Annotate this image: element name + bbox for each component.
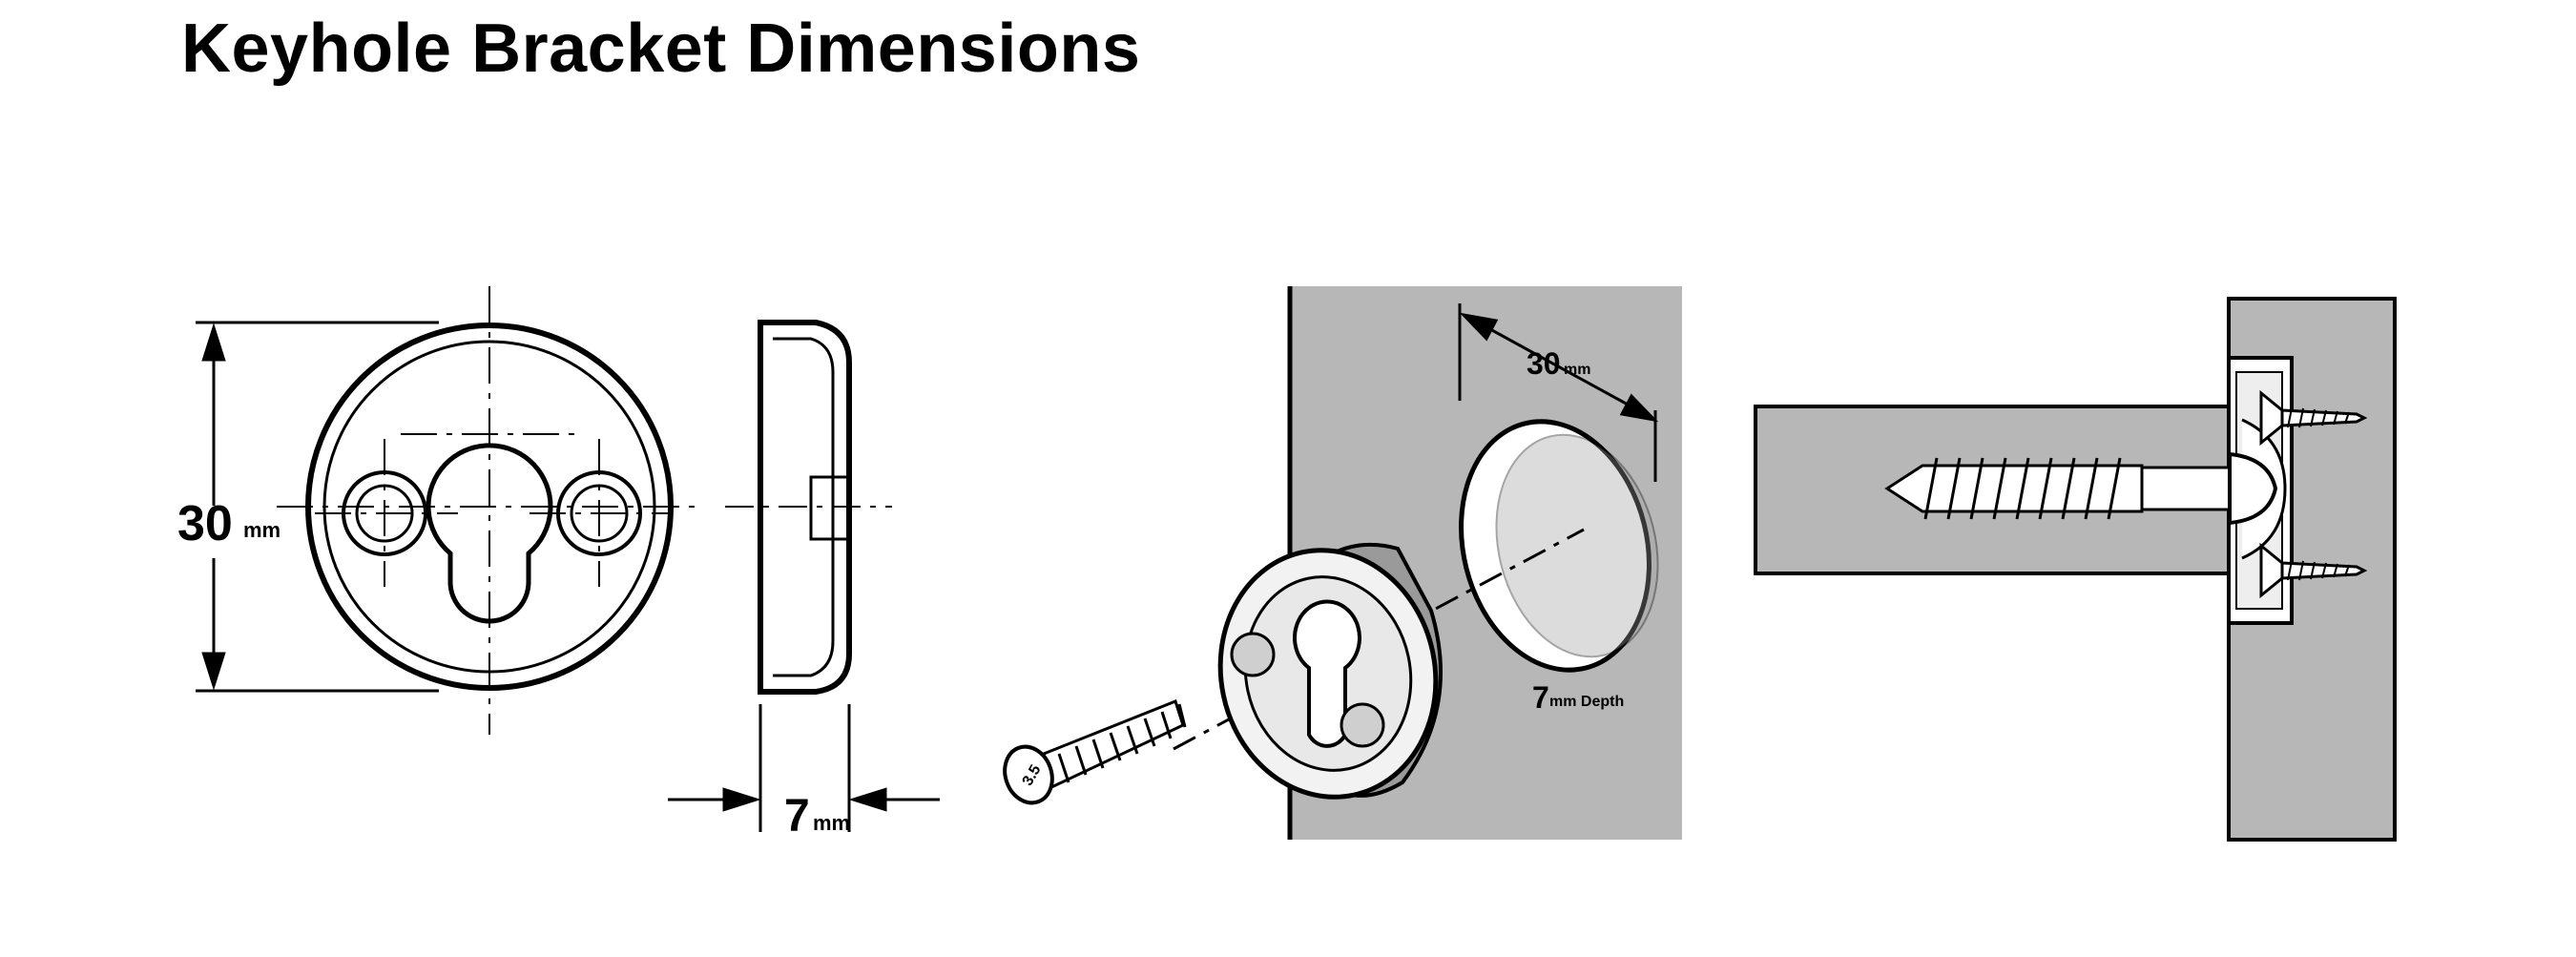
screw-3d <box>1003 699 1187 805</box>
arrow-up-icon <box>201 322 226 362</box>
upper-fixing-screw <box>2259 389 2368 447</box>
side-thickness-unit: mm <box>813 811 850 835</box>
hanging-screw <box>1884 451 2278 526</box>
recess-diameter-unit: mm <box>1564 362 1590 378</box>
lower-fixing-screw <box>2259 542 2368 599</box>
recess-depth-unit: mm Depth <box>1549 694 1624 710</box>
front-center-lines <box>277 286 696 735</box>
side-keyhole-notch <box>809 475 849 541</box>
front-view <box>196 286 696 735</box>
front-diameter-value: 30 <box>177 496 233 551</box>
side-view <box>668 320 940 832</box>
arrow-down-icon <box>201 652 226 691</box>
arrow-left-icon <box>848 787 887 812</box>
bracket-3d <box>1217 542 1443 800</box>
side-profile-outer <box>758 320 852 695</box>
recess-view <box>1003 286 1682 840</box>
recess-dimension <box>1458 303 1659 482</box>
recess-diameter-value: 30 <box>1527 346 1561 381</box>
recess-depth-value: 7 <box>1532 680 1549 715</box>
section-view <box>1754 297 2397 842</box>
recess-depth-shade <box>1495 433 1659 658</box>
front-diameter-unit: mm <box>243 518 280 542</box>
arrow-right-icon <box>722 787 761 812</box>
side-thickness-value: 7 <box>784 791 810 842</box>
page-title: Keyhole Bracket Dimensions <box>181 10 1141 87</box>
keyhole-slot <box>426 443 553 624</box>
